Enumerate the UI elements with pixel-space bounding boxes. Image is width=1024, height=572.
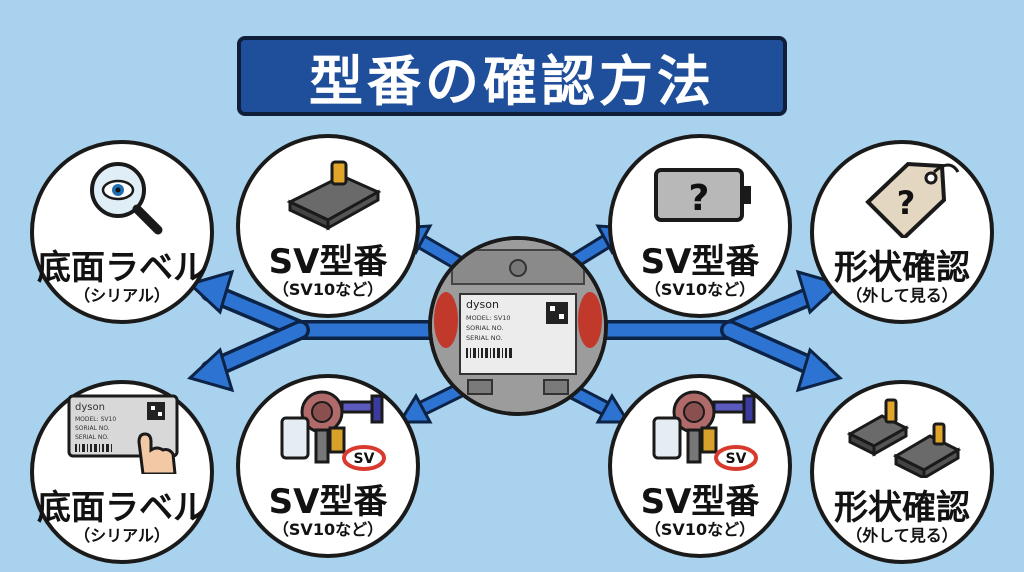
node-sv-model-bottom-left: SV SV型番 （SV10など）: [236, 374, 420, 558]
arrowhead-left-up: [187, 269, 235, 315]
vacuum-sv-icon: SV: [280, 390, 386, 471]
node-label: 形状確認: [834, 248, 970, 288]
center-device-label: dyson MODEL: SV10 SORIAL NO. SERIAL NO.: [428, 236, 608, 416]
node-label: SV型番: [640, 242, 760, 282]
node-sublabel: （SV10など）: [644, 280, 756, 299]
center-serial-2: SERIAL NO.: [466, 334, 503, 342]
svg-text:?: ?: [897, 184, 916, 222]
node-bottom-label-bottom: dyson MODEL: SV10 SORIAL NO. SERIAL NO. …: [30, 380, 214, 564]
magnifier-icon: [90, 162, 163, 235]
question-battery-icon: ?: [654, 168, 751, 222]
label-serial-2: SERIAL NO.: [75, 434, 109, 441]
label-model: MODEL: SV10: [75, 416, 116, 423]
center-serial-1: SORIAL NO.: [466, 324, 504, 332]
label-touch-icon: dyson MODEL: SV10 SORIAL NO. SERIAL NO.: [67, 394, 179, 474]
center-model: MODEL: SV10: [466, 314, 511, 322]
vacuum-sv-icon: SV: [652, 390, 758, 471]
arrowhead-center-downleft: [397, 392, 433, 424]
node-label: 形状確認: [834, 488, 970, 528]
node-shape-check-bottom: 形状確認 （外して見る）: [810, 380, 994, 564]
node-bottom-label-top: 底面ラベル （シリアル）: [30, 140, 214, 324]
svg-text:?: ?: [689, 178, 710, 219]
node-sv-model-bottom-right: SV SV型番 （SV10など）: [608, 374, 792, 558]
label-serial-1: SORIAL NO.: [75, 425, 110, 432]
node-sv-model-top-left: SV型番 （SV10など）: [236, 134, 420, 318]
device-bottom-icon: dyson MODEL: SV10 SORIAL NO. SERIAL NO.: [432, 240, 604, 412]
sv-badge: SV: [354, 451, 375, 467]
node-label: 底面ラベル: [37, 488, 207, 528]
node-sv-model-top-right: ? SV型番 （SV10など）: [608, 134, 792, 318]
page-title: 型番の確認方法: [309, 49, 715, 113]
node-label: SV型番: [640, 482, 760, 522]
arrowhead-right-down: [795, 347, 843, 393]
node-sublabel: （SV10など）: [272, 280, 384, 299]
center-brand: dyson: [466, 298, 499, 311]
node-sublabel: （SV10など）: [272, 520, 384, 539]
node-label: SV型番: [268, 242, 388, 282]
node-label: SV型番: [268, 482, 388, 522]
title-banner: 型番の確認方法: [237, 36, 787, 116]
node-shape-check-top: ? 形状確認 （外して見る）: [810, 140, 994, 324]
node-label: 底面ラベル: [37, 248, 207, 288]
battery-icon: [286, 160, 382, 231]
label-brand: dyson: [75, 402, 105, 413]
arrowhead-left-down: [187, 347, 235, 393]
node-sublabel: （外して見る）: [846, 286, 958, 305]
node-sublabel: （外して見る）: [846, 526, 958, 545]
node-sublabel: （SV10など）: [644, 520, 756, 539]
node-sublabel: （シリアル）: [74, 526, 170, 545]
sv-badge: SV: [726, 451, 747, 467]
two-batteries-icon: [846, 398, 962, 478]
arrowhead-center-downright: [595, 392, 631, 424]
node-sublabel: （シリアル）: [74, 286, 170, 305]
question-tag-icon: ?: [865, 161, 960, 238]
